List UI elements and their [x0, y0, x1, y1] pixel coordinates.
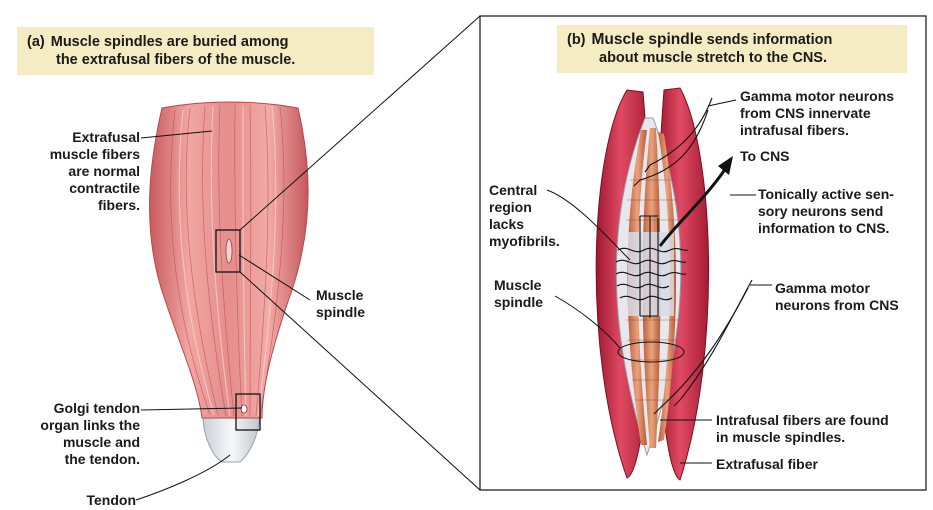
label-gamma-motor-top: Gamma motor neurons from CNS innervate i…: [740, 88, 895, 138]
tendon-shape: [202, 414, 261, 463]
panel-b-frame: [479, 15, 927, 491]
label-extrafusal-fiber: Extrafusal fiber: [716, 456, 818, 472]
sensory-axon: [658, 167, 728, 247]
panel-b-caption-bold: Muscle spindle: [591, 31, 703, 48]
gamma-motor-top: [633, 97, 713, 187]
label-tendon: Tendon: [86, 492, 136, 508]
spindle-in-muscle: [225, 238, 233, 264]
panel-b-tag: (b): [567, 32, 586, 48]
label-gamma-motor-bottom: Gamma motor neurons from CNS: [775, 280, 899, 313]
label-muscle-spindle-b: Muscle spindle: [494, 277, 544, 310]
central-region: [628, 232, 674, 316]
golgi-highlight-box: [235, 393, 261, 431]
golgi-organ-dot: [240, 404, 248, 414]
gamma-motor-bottom: [653, 279, 753, 415]
panel-a-tag: (a): [27, 34, 45, 50]
panel-a-caption: (a) Muscle spindles are buried among the …: [17, 27, 374, 75]
label-golgi-tendon-organ: Golgi tendon organ links the muscle and …: [40, 400, 140, 467]
label-tonically-active: Tonically active sen- sory neurons send …: [758, 186, 894, 236]
label-muscle-spindle-a: Muscle spindle: [316, 287, 366, 320]
panel-b-caption-line2: about muscle stretch to the CNS.: [599, 50, 828, 66]
leader-lines-a: [135, 130, 311, 501]
leader-lines-b: [546, 99, 772, 464]
label-to-cns: To CNS: [740, 148, 790, 164]
label-central-region: Central region lacks myofibrils.: [489, 182, 560, 249]
intrafusal-fiber-3: [658, 132, 676, 442]
spindle-outline-ring: [617, 341, 685, 363]
sensory-coils: [615, 215, 689, 318]
panel-b-caption: (b) Muscle spindle sends information abou…: [557, 25, 907, 73]
zoom-line-bottom: [239, 271, 481, 491]
label-intrafusal-fibers: Intrafusal fibers are found in muscle sp…: [716, 412, 889, 445]
whole-muscle-illustration: [149, 101, 309, 463]
to-cns-arrowhead: [718, 156, 733, 175]
panel-a-caption-line2: the extrafusal fibers of the muscle.: [56, 52, 296, 68]
panel-b-caption-rest: sends information: [702, 32, 833, 48]
label-extrafusal-muscle-fibers: Extrafusal muscle fibers are normal cont…: [49, 129, 140, 213]
panel-a-caption-line1: Muscle spindles are buried among: [50, 34, 289, 50]
spindle-detail-illustration: [595, 87, 753, 481]
zoom-line-top: [239, 15, 481, 231]
spindle-highlight-box: [215, 229, 241, 273]
